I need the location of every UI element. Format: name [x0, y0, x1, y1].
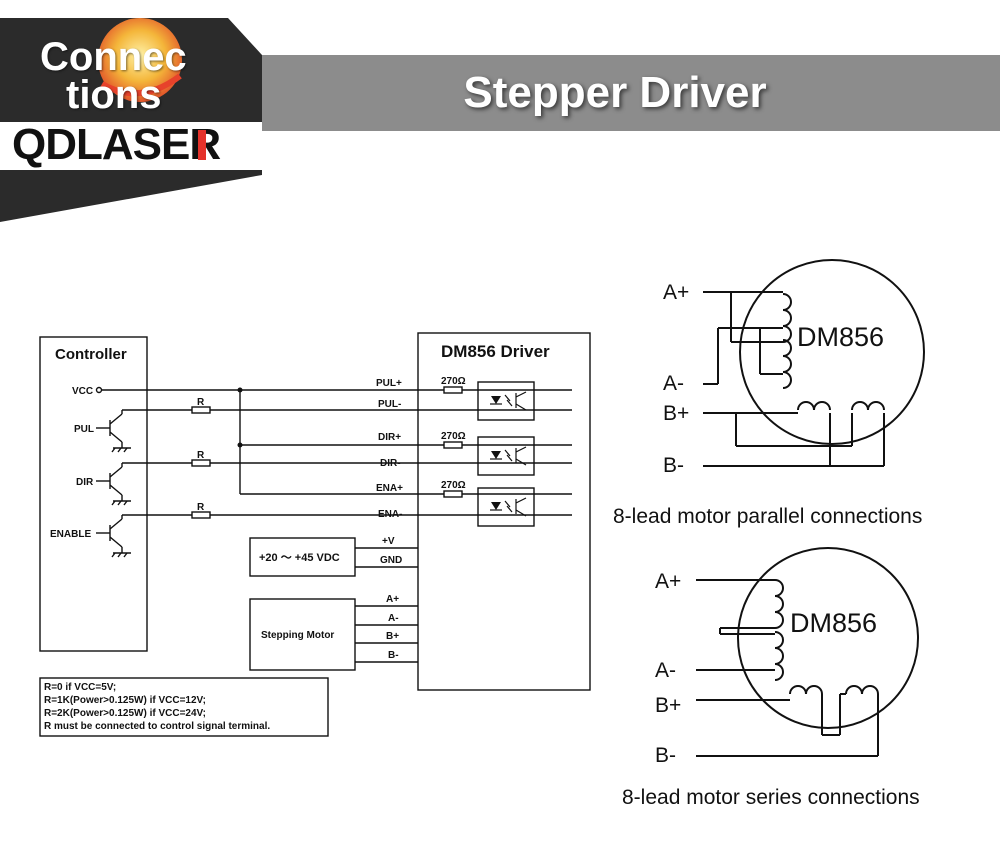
- driver-title: DM856 Driver: [441, 342, 550, 361]
- logo-sun-icon: [98, 18, 182, 102]
- motor-terminal-b-minus: B-: [388, 650, 399, 661]
- signal-ena-minus: ENA-: [378, 509, 402, 520]
- opto-resistor-3: 270Ω: [441, 480, 466, 491]
- terminal-plus-v: +V: [382, 536, 395, 547]
- pin-pul: PUL: [74, 424, 94, 435]
- note-line-3: R=2K(Power>0.125W) if VCC=24V;: [44, 708, 206, 719]
- brand-text: QDLASER: [12, 120, 221, 169]
- motor-terminal-a-minus: A-: [388, 613, 399, 624]
- parallel-caption: 8-lead motor parallel connections: [613, 505, 922, 528]
- controller-title: Controller: [55, 346, 127, 363]
- resistor-label-dir: R: [197, 450, 205, 461]
- note-line-2: R=1K(Power>0.125W) if VCC=12V;: [44, 695, 206, 706]
- logo-background: [0, 18, 262, 222]
- series-lead-b-plus: B+: [655, 694, 681, 717]
- header-bar: [230, 55, 1000, 131]
- page-title: Stepper Driver: [463, 68, 767, 117]
- signal-pul-minus: PUL-: [378, 399, 401, 410]
- series-motor-label: DM856: [790, 608, 877, 638]
- resistor-label-ena: R: [197, 502, 205, 513]
- power-supply-label: +20 ～ +45 VDC: [259, 552, 340, 564]
- parallel-lead-a-minus: A-: [663, 372, 684, 395]
- series-lead-a-plus: A+: [655, 570, 681, 593]
- brand-accent-icon: [198, 130, 206, 160]
- stepping-motor-label: Stepping Motor: [261, 630, 334, 641]
- note-line-4: R must be connected to control signal te…: [44, 721, 270, 732]
- motor-terminal-a-plus: A+: [386, 594, 399, 605]
- signal-dir-plus: DIR+: [378, 432, 401, 443]
- series-caption: 8-lead motor series connections: [622, 786, 920, 809]
- signal-ena-plus: ENA+: [376, 483, 403, 494]
- parallel-lead-a-plus: A+: [663, 281, 689, 304]
- pin-vcc: VCC: [72, 386, 93, 397]
- parallel-lead-b-plus: B+: [663, 402, 689, 425]
- signal-dir-minus: DIR-: [380, 458, 401, 469]
- series-lead-b-minus: B-: [655, 744, 676, 767]
- terminal-gnd: GND: [380, 555, 402, 566]
- parallel-lead-b-minus: B-: [663, 454, 684, 477]
- parallel-motor-label: DM856: [797, 322, 884, 352]
- opto-resistor-2: 270Ω: [441, 431, 466, 442]
- resistor-label-pul: R: [197, 397, 205, 408]
- logo-word-top: Connec: [40, 35, 187, 79]
- signal-pul-plus: PUL+: [376, 378, 402, 389]
- motor-terminal-b-plus: B+: [386, 631, 399, 642]
- opto-resistor-1: 270Ω: [441, 376, 466, 387]
- logo-word-bottom: tions: [66, 73, 162, 117]
- note-line-1: R=0 if VCC=5V;: [44, 682, 116, 693]
- series-lead-a-minus: A-: [655, 659, 676, 682]
- brand-logo: QDLASER: [12, 120, 221, 170]
- pin-enable: ENABLE: [50, 529, 91, 540]
- pin-dir: DIR: [76, 477, 94, 488]
